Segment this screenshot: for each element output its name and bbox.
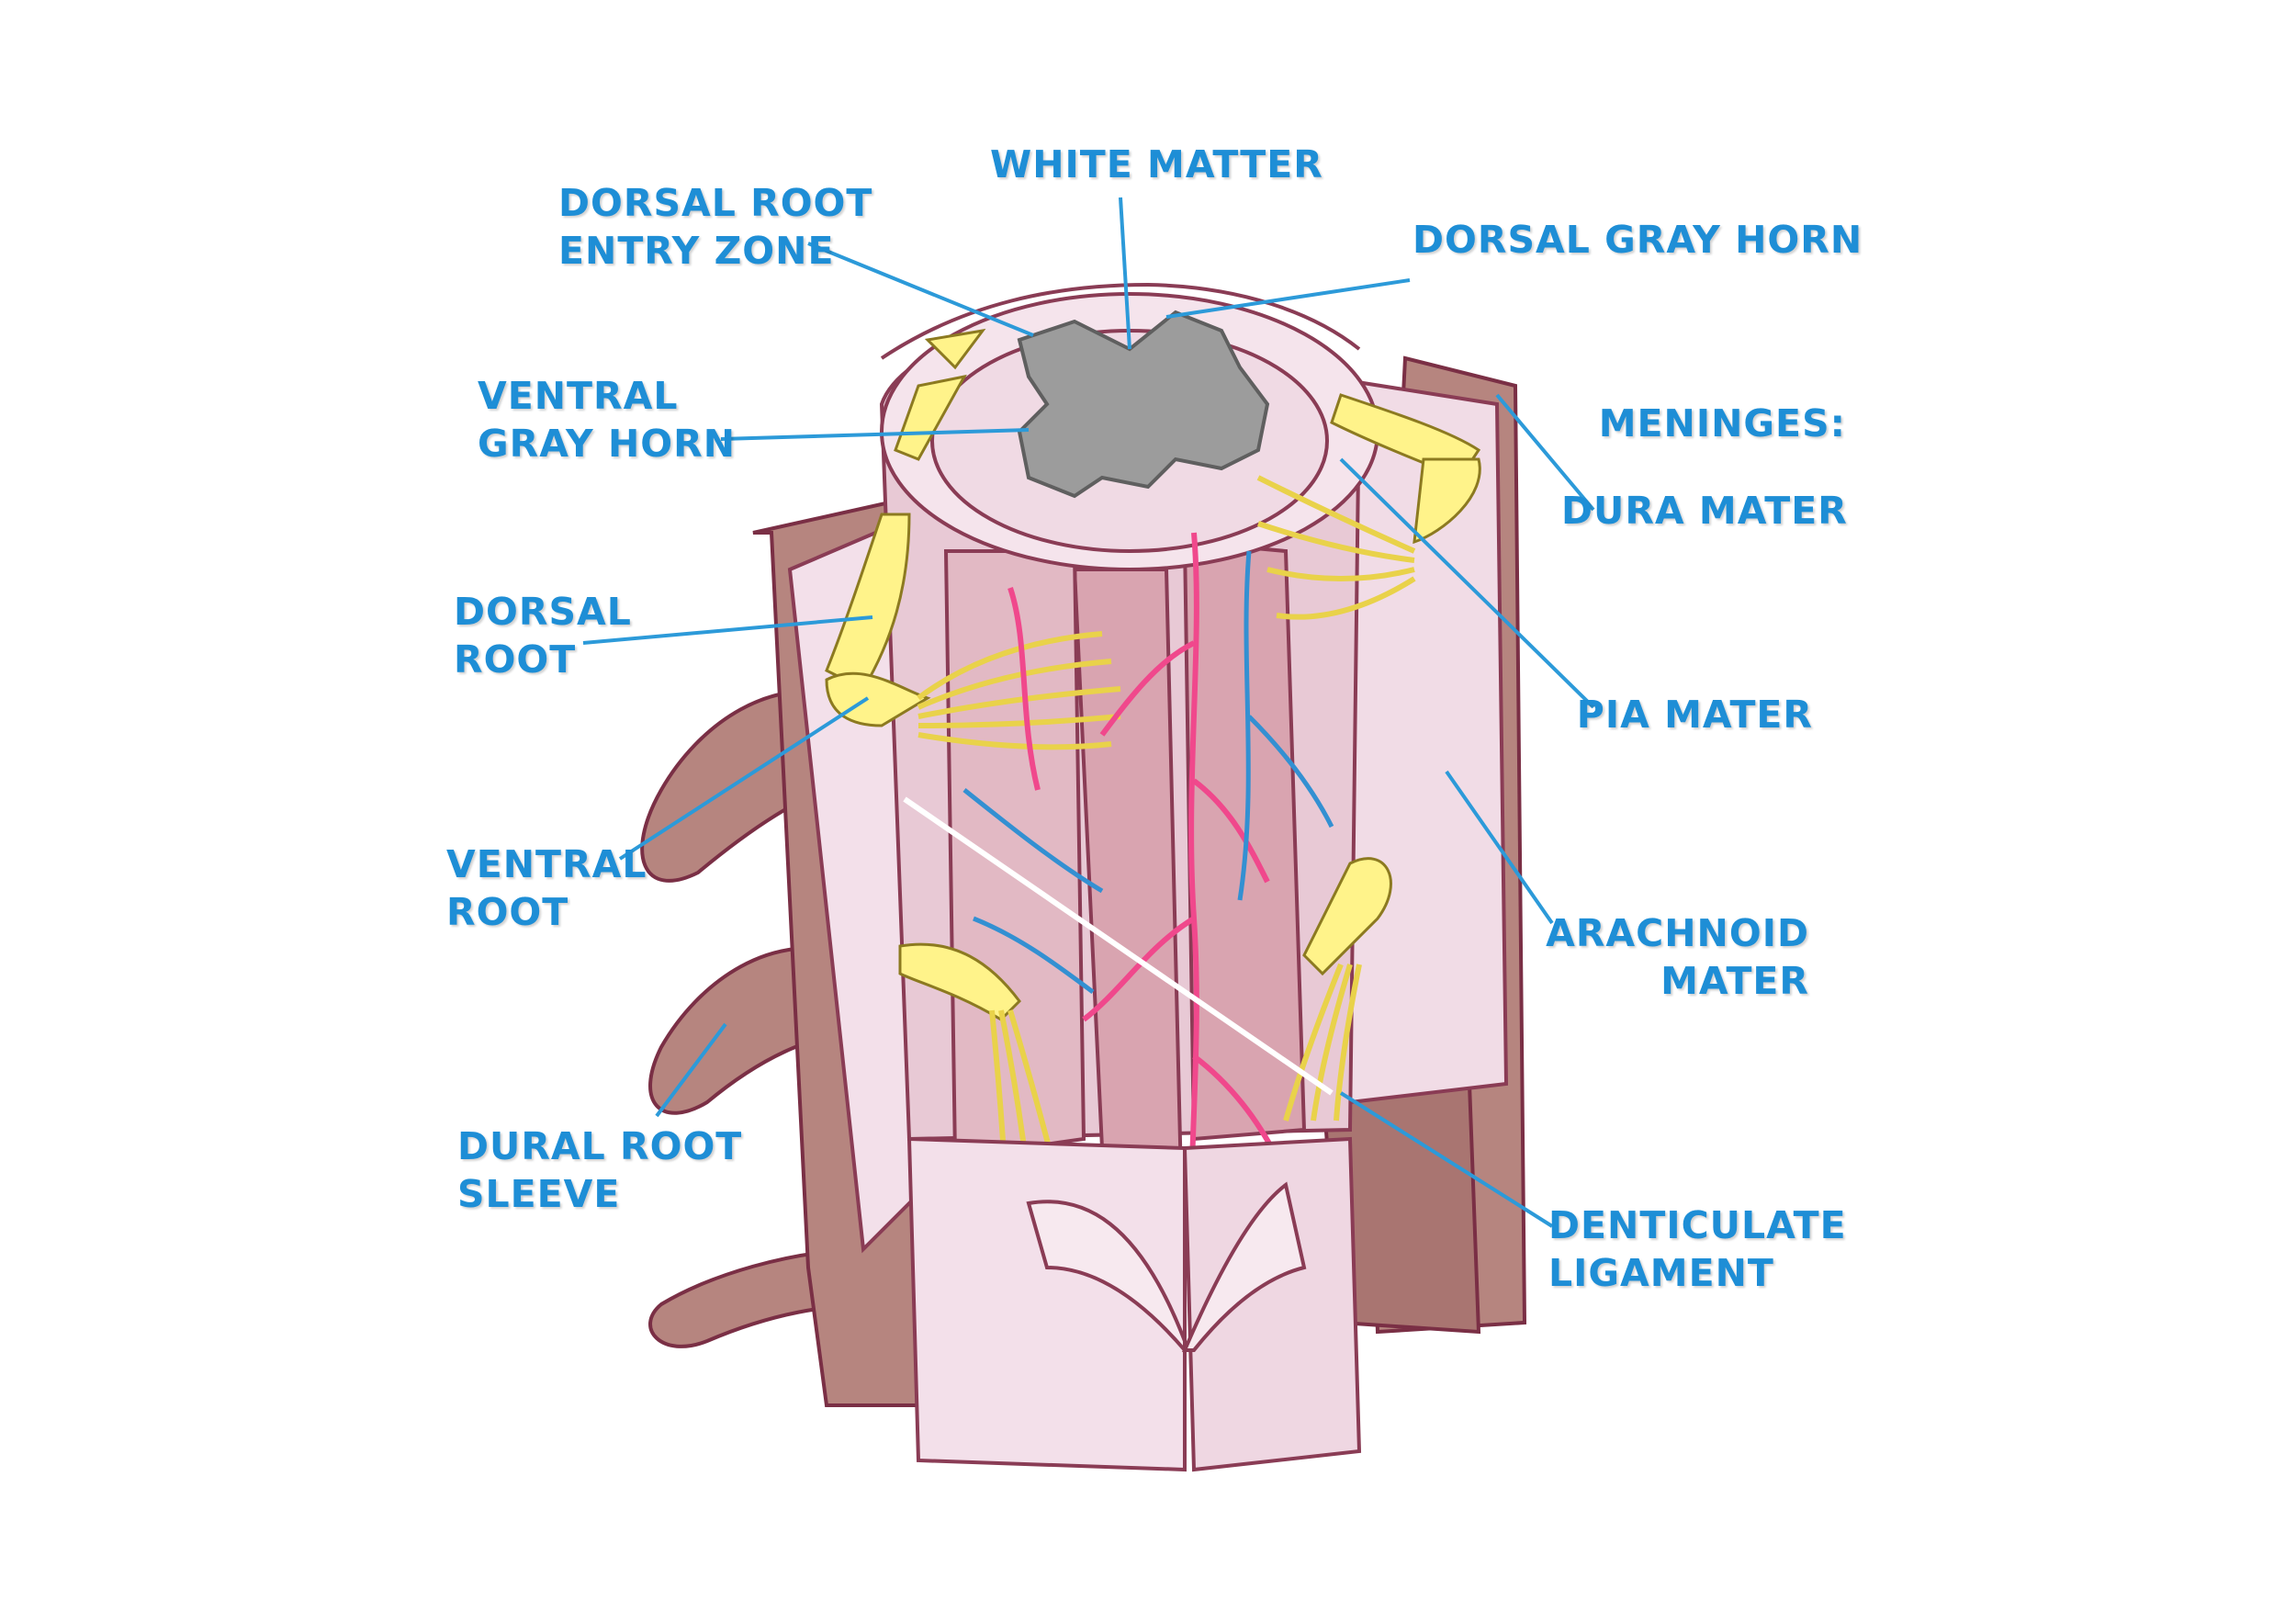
label-dorsal-root-line1: DORSAL: [454, 590, 632, 634]
label-dorsal-root-line2: ROOT: [454, 637, 577, 682]
label-pia-mater: PIA MATER: [1543, 691, 1813, 738]
label-ventral-root-line1: VENTRAL: [446, 842, 647, 886]
label-dura-mater-text: DURA MATER: [1561, 489, 1848, 533]
label-dorsal-root-entry-zone-line1: DORSAL ROOT: [558, 181, 873, 225]
label-dura-mater: DURA MATER: [1561, 487, 1848, 535]
label-arachnoid-mater-line1: ARACHNOID: [1546, 911, 1809, 955]
label-white-matter-text: WHITE MATTER: [990, 142, 1323, 186]
label-ventral-root: VENTRAL ROOT: [446, 840, 647, 936]
label-arachnoid-mater-line2: MATER: [1660, 959, 1809, 1003]
label-denticulate-ligament-line1: DENTICULATE: [1548, 1203, 1847, 1247]
label-white-matter: WHITE MATTER: [990, 141, 1323, 188]
label-pia-mater-text: PIA MATER: [1576, 693, 1813, 737]
label-dorsal-root: DORSAL ROOT: [454, 588, 632, 683]
label-ventral-gray-horn-line2: GRAY HORN: [478, 422, 737, 466]
label-meninges: MENINGES:: [1561, 400, 1846, 447]
label-dorsal-root-entry-zone: DORSAL ROOT ENTRY ZONE: [558, 179, 872, 275]
label-arachnoid-mater: ARACHNOID MATER: [1543, 909, 1809, 1005]
nerve-roots: [825, 328, 1481, 1021]
label-dural-root-sleeve-line2: SLEEVE: [457, 1172, 621, 1216]
label-ventral-gray-horn: VENTRAL GRAY HORN: [478, 372, 736, 468]
label-denticulate-ligament: DENTICULATE LIGAMENT: [1548, 1201, 1847, 1297]
lower-cord-section: [906, 1136, 1362, 1472]
label-denticulate-ligament-line2: LIGAMENT: [1548, 1251, 1774, 1295]
label-dorsal-root-entry-zone-line2: ENTRY ZONE: [558, 229, 835, 273]
label-dural-root-sleeve-line1: DURAL ROOT: [457, 1124, 743, 1168]
denticulate-ligament-line: [903, 796, 1334, 1096]
label-meninges-text: MENINGES:: [1598, 401, 1846, 445]
label-dural-root-sleeve: DURAL ROOT SLEEVE: [457, 1122, 742, 1218]
label-ventral-gray-horn-line1: VENTRAL: [478, 374, 679, 418]
label-dorsal-gray-horn: DORSAL GRAY HORN: [1412, 216, 1863, 264]
rootlets: [917, 475, 1416, 1186]
label-dorsal-gray-horn-text: DORSAL GRAY HORN: [1412, 218, 1863, 262]
label-ventral-root-line2: ROOT: [446, 890, 569, 934]
veins: [962, 550, 1334, 995]
leader-lines: [582, 197, 1595, 1228]
